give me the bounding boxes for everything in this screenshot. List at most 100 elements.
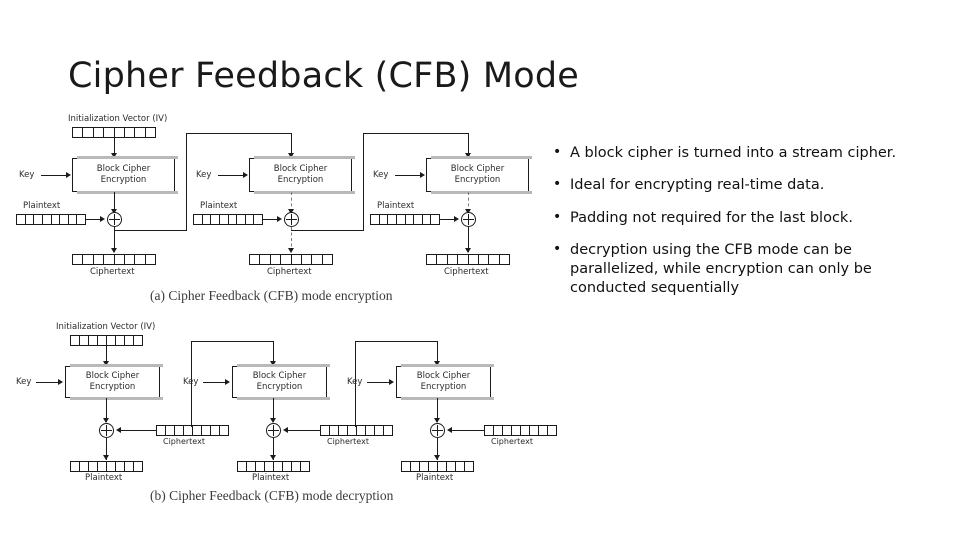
arrowhead-down	[287, 153, 294, 158]
caption-decryption: (b) Cipher Feedback (CFB) mode decryptio…	[150, 488, 394, 503]
arrowhead-right	[243, 171, 248, 178]
plaintext-register-3	[370, 214, 440, 225]
bullet-text: Padding not required for the last block.	[570, 209, 853, 226]
arrowhead-down	[464, 153, 471, 158]
bullet-item-3: • Padding not required for the last bloc…	[548, 209, 900, 228]
wire-xor-to-ciphertext-1	[114, 227, 115, 252]
cipher-line-2: Encryption	[420, 382, 467, 392]
block-cipher-encryption-1: Block Cipher Encryption	[72, 156, 178, 194]
diagram-cfb-decryption: Initialization Vector (IV) Block Cipher …	[8, 320, 557, 510]
feedback-wire-top-dec-2	[355, 341, 437, 342]
arrowhead-down	[102, 361, 109, 366]
bullet-item-4: • decryption using the CFB mode can be p…	[548, 241, 900, 299]
wire-xor-to-plaintext-dec-1	[106, 438, 107, 460]
cipher-line-2: Encryption	[89, 382, 136, 392]
ciphertext-label-1: Ciphertext	[90, 267, 135, 277]
cipher-line-1: Block Cipher	[416, 370, 471, 381]
arrowhead-down	[287, 248, 294, 253]
feedback-wire-down-2	[468, 133, 469, 155]
plaintext-label-dec-1: Plaintext	[85, 473, 123, 483]
key-label-dec-2: Key	[183, 377, 199, 387]
feedback-wire-v-2	[363, 133, 364, 231]
arrowhead-left	[447, 426, 452, 433]
plaintext-register-2	[193, 214, 263, 225]
arrowhead-down	[433, 455, 440, 460]
feedback-wire-h-1	[114, 230, 186, 231]
block-cipher-decryption-2: Block Cipher Encryption	[232, 364, 330, 400]
cipher-line-1: Block Cipher	[96, 163, 151, 174]
arrowhead-down	[110, 209, 117, 214]
block-cipher-decryption-1: Block Cipher Encryption	[65, 364, 163, 400]
cipher-line-2: Encryption	[256, 382, 303, 392]
plaintext-label-1: Plaintext	[23, 201, 61, 211]
key-label-2: Key	[196, 170, 212, 180]
wire-ciphertext-xor-dec-2	[287, 430, 320, 431]
arrowhead-down	[464, 209, 471, 214]
wire-ciphertext-xor-dec-3	[451, 430, 484, 431]
wire-ciphertext-xor-dec-1	[120, 430, 156, 431]
ciphertext-label-3: Ciphertext	[444, 267, 489, 277]
arrowhead-down	[287, 209, 294, 214]
wire-key-2	[218, 175, 244, 176]
bullet-marker: •	[553, 144, 562, 160]
xor-gate-1	[107, 212, 122, 227]
key-label-dec-3: Key	[347, 377, 363, 387]
bullet-item-1: • A block cipher is turned into a stream…	[548, 144, 900, 163]
feedback-wire-top-2	[363, 133, 468, 134]
ciphertext-label-dec-3: Ciphertext	[491, 437, 533, 446]
diagram-cfb-encryption: Initialization Vector (IV) Block Cipher …	[8, 112, 538, 312]
arrowhead-down	[269, 455, 276, 460]
plaintext-label-dec-2: Plaintext	[252, 473, 290, 483]
ciphertext-label-2: Ciphertext	[267, 267, 312, 277]
wire-key-1	[41, 175, 67, 176]
plaintext-register-dec-1	[70, 461, 143, 472]
wire-iv-to-cipher-1	[114, 138, 115, 155]
bullet-marker: •	[553, 208, 562, 225]
arrowhead-right	[66, 171, 71, 178]
wire-cipher-to-xor-dec-1	[106, 398, 107, 422]
bullet-item-2: • Ideal for encrypting real-time data.	[548, 176, 900, 195]
block-cipher-decryption-3: Block Cipher Encryption	[396, 364, 494, 400]
cipher-line-2: Encryption	[454, 175, 501, 185]
bullet-text: Ideal for encrypting real-time data.	[570, 177, 825, 194]
ciphertext-register-2	[249, 254, 333, 265]
arrowhead-right	[277, 215, 282, 222]
cipher-line-1: Block Cipher	[450, 163, 505, 174]
arrowhead-down	[464, 248, 471, 253]
cipher-line-1: Block Cipher	[85, 370, 140, 381]
ciphertext-label-dec-1: Ciphertext	[163, 437, 205, 446]
wire-cipher-to-xor-3	[468, 192, 469, 212]
ciphertext-register-dec-2	[320, 425, 393, 436]
feedback-wire-down-dec-1	[273, 341, 274, 363]
arrowhead-down	[102, 455, 109, 460]
feedback-wire-down-dec-2	[437, 341, 438, 363]
wire-iv-to-cipher-dec-1	[106, 346, 107, 363]
feedback-wire-top-1	[186, 133, 291, 134]
wire-cipher-to-xor-dec-2	[273, 398, 274, 422]
iv-label-dec: Initialization Vector (IV)	[56, 322, 156, 332]
bullet-marker: •	[553, 240, 562, 257]
arrowhead-down	[433, 361, 440, 366]
wire-key-dec-2	[203, 382, 226, 383]
ciphertext-register-3	[426, 254, 510, 265]
xor-gate-dec-3	[430, 423, 445, 438]
caption-encryption: (a) Cipher Feedback (CFB) mode encryptio…	[150, 288, 393, 303]
wire-cipher-to-xor-dec-3	[437, 398, 438, 422]
arrowhead-right	[100, 215, 105, 222]
ciphertext-register-dec-3	[484, 425, 557, 436]
wire-cipher-to-xor-2	[291, 192, 292, 212]
ciphertext-register-dec-1	[156, 425, 229, 436]
ciphertext-label-dec-2: Ciphertext	[327, 437, 369, 446]
key-label-3: Key	[373, 170, 389, 180]
plaintext-register-1	[16, 214, 86, 225]
cipher-line-2: Encryption	[100, 175, 147, 185]
key-label-dec-1: Key	[16, 377, 32, 387]
arrowhead-right	[58, 378, 63, 385]
arrowhead-down	[433, 418, 440, 423]
xor-gate-2	[284, 212, 299, 227]
arrowhead-right	[389, 378, 394, 385]
arrowhead-right	[454, 215, 459, 222]
bullet-list: • A block cipher is turned into a stream…	[548, 144, 900, 312]
bullet-text: A block cipher is turned into a stream c…	[570, 145, 897, 161]
iv-register-dec	[70, 335, 143, 346]
